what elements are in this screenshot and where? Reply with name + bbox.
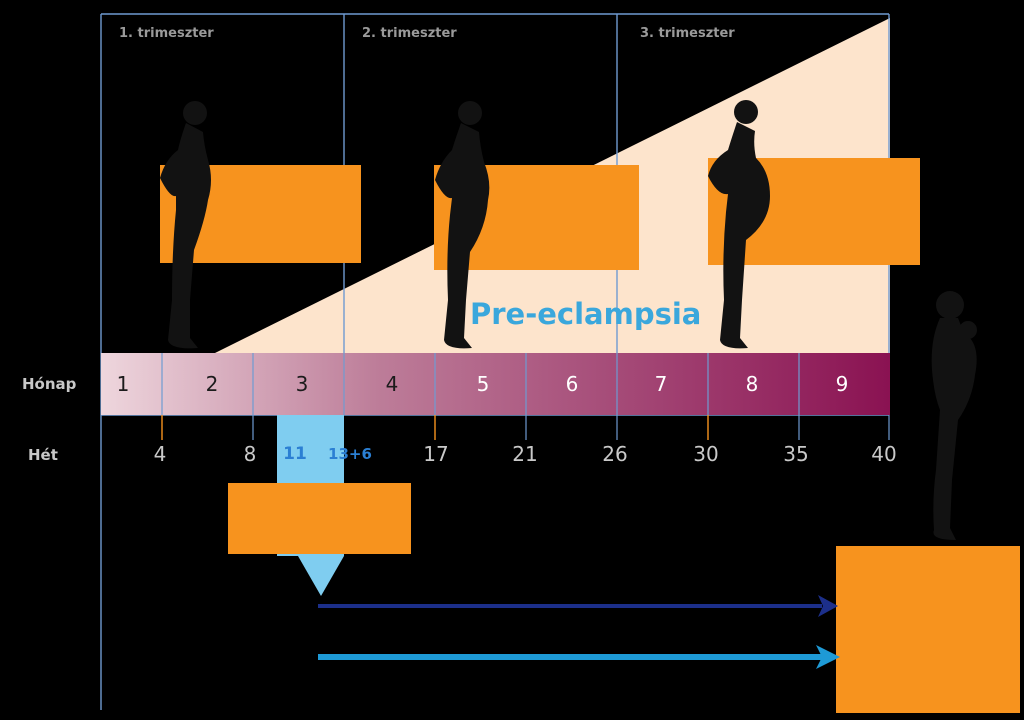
month-label-9: 9 [836,372,849,396]
month-label-7: 7 [655,372,668,396]
week-label-4: 4 [154,442,167,466]
week-label-35: 35 [783,442,808,466]
week-label-21: 21 [512,442,537,466]
month-dividers [161,353,800,415]
month-label-5: 5 [477,372,490,396]
week-ticks-blue [252,415,890,440]
month-label-8: 8 [746,372,759,396]
silhouette-mother-with-baby-icon [931,291,977,540]
silhouette-late-pregnancy-icon [708,100,770,349]
arrow-light [318,645,840,669]
screening-pointer [298,556,344,596]
row-label-week: Hét [28,446,58,464]
silhouette-mid-pregnancy-icon [435,101,490,349]
row-label-month: Hónap [22,375,77,393]
arrow-dark [318,595,838,617]
condition-label: Pre-eclampsia [470,297,701,331]
trimester-label-2: 2. trimeszter [362,26,457,41]
trimester-label-1: 1. trimeszter [119,26,214,41]
week-label-30: 30 [693,442,718,466]
month-label-6: 6 [566,372,579,396]
month-label-1: 1 [117,372,130,396]
info-box-screening [228,483,411,554]
month-label-2: 2 [206,372,219,396]
info-box-outcome [836,546,1020,713]
month-label-3: 3 [296,372,309,396]
week-ticks [161,415,709,440]
week-label-40: 40 [871,442,896,466]
week-label-26: 26 [602,442,627,466]
week-label-11: 11 [283,444,307,464]
week-label-13-6: 13+6 [328,445,372,463]
month-label-4: 4 [386,372,399,396]
week-label-17: 17 [423,442,448,466]
month-bar [101,353,890,415]
week-label-8: 8 [244,442,257,466]
silhouette-early-pregnancy-icon [160,101,211,349]
trimester-label-3: 3. trimeszter [640,26,735,41]
